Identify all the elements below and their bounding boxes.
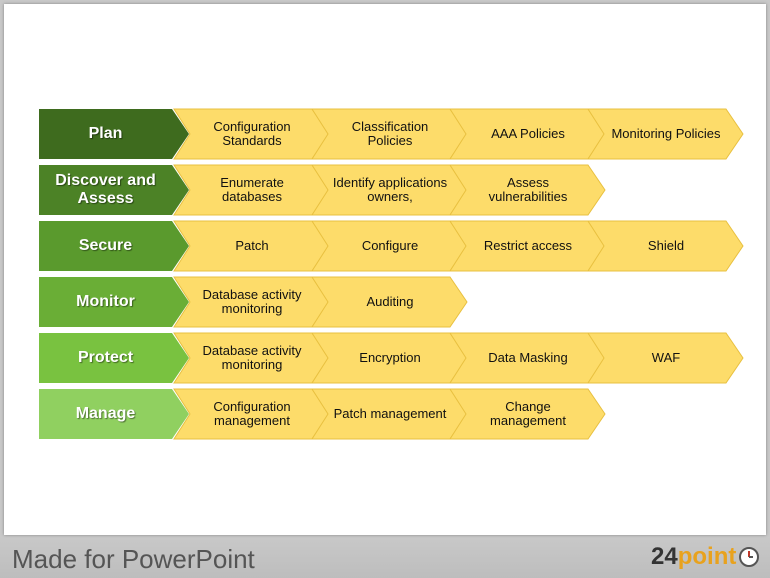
step-label: Database activity monitoring [202,287,302,316]
logo-number: 24 [651,543,678,570]
footer-title: Made for PowerPoint [12,544,255,574]
step-chevron [449,164,606,216]
step-label: Configure [361,238,419,253]
step-label: WAF [651,350,681,365]
step-label: Database activity monitoring [202,343,302,372]
phase-chevron [39,389,189,439]
phase-label: Manage [75,405,136,422]
step-label: Configuration Standards [213,119,291,148]
step-chevron [587,332,744,384]
phase-label: Plan [88,125,123,142]
process-diagram [39,108,744,440]
clock-icon [739,547,760,567]
step-label: Patch [235,238,269,253]
phase-label: Protect [77,349,134,366]
phase-label: Discover and Assess [55,172,156,207]
step-chevron [449,388,606,440]
step-label: AAA Policies [491,126,565,141]
slide: Plan Configuration Standards Classificatio… [4,4,766,535]
phase-label: Monitor [76,293,135,310]
step-label: Auditing [366,294,414,309]
step-label: Patch management [333,406,447,421]
footer-bar: Made for PowerPoint 24 point [0,538,770,578]
step-label: Data Masking [488,350,568,365]
step-chevron [311,276,468,328]
step-label: Classification Policies [351,119,429,148]
phase-chevron [39,277,189,327]
logo-word: point [677,543,737,570]
step-label: Encryption [359,350,421,365]
step-label: Enumerate databases [220,175,284,204]
step-chevron [587,108,744,160]
step-label: Restrict access [483,238,573,253]
step-label: Assess vulnerabilities [488,175,568,204]
brand-logo: 24 point [651,542,760,572]
step-label: Identify applications owners, [332,175,448,204]
step-label: Change management [490,399,566,428]
phase-chevron [39,221,189,271]
step-label: Monitoring Policies [611,126,721,141]
step-chevron [587,220,744,272]
step-label: Shield [647,238,685,253]
phase-chevron [39,333,189,383]
step-label: Configuration management [213,399,291,428]
phase-chevron [39,165,189,215]
phase-chevron [39,109,189,159]
phase-label: Secure [78,237,133,254]
